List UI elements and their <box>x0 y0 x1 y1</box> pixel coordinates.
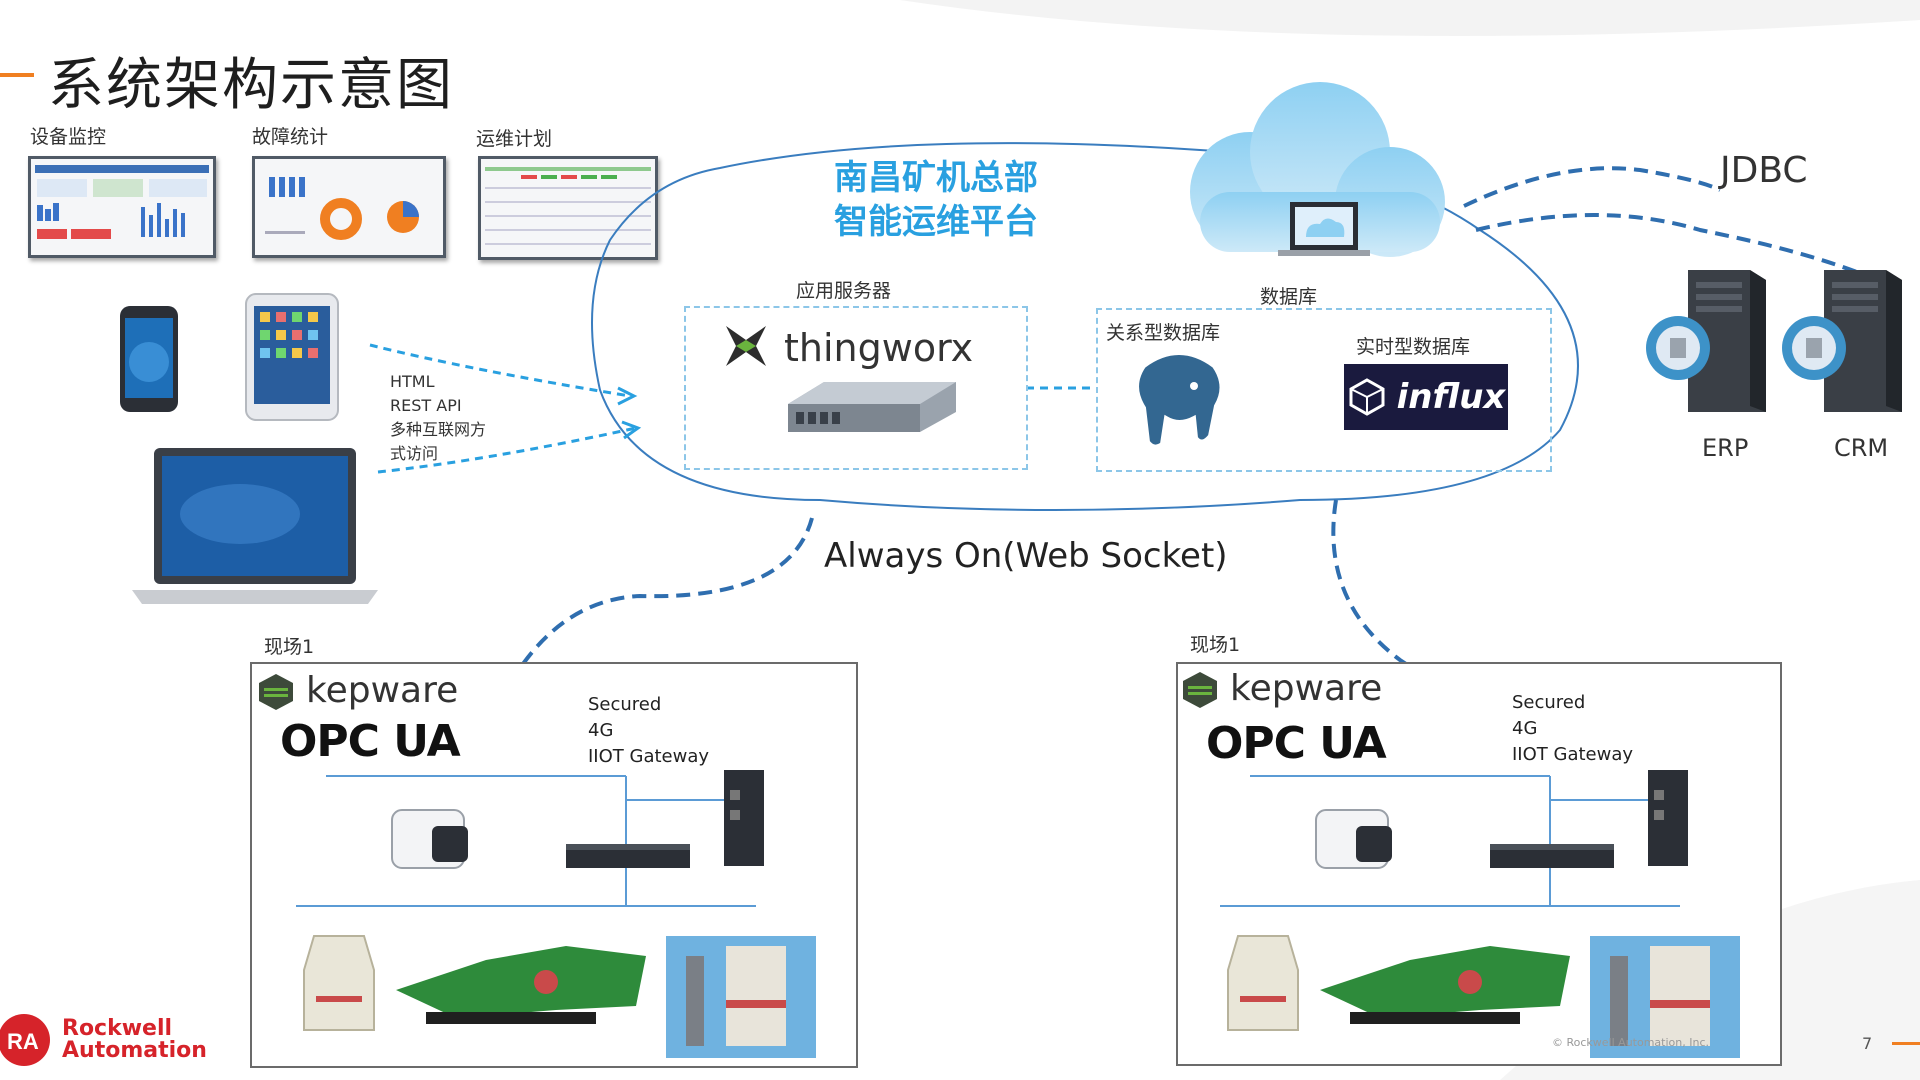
site1-gateway-line-secured: Secured <box>588 694 662 715</box>
site1-plant-icon <box>666 936 816 1058</box>
jdbc-link-crm <box>1475 213 1863 276</box>
dashboard-screen-monitor <box>28 156 216 258</box>
site1-crusher-icon <box>303 935 375 1031</box>
site1-label: 现场1 <box>264 636 315 658</box>
dashboard-screen-fault <box>252 156 446 258</box>
database-box <box>1096 308 1552 472</box>
thingworx-brand: thingworx <box>784 326 974 370</box>
site2-gateway-line-iiot: IIOT Gateway <box>1512 744 1634 765</box>
smartphone-icon <box>120 306 178 412</box>
dashboard-label-fault: 故障统计 <box>252 126 329 148</box>
server-rack-icon <box>788 382 956 432</box>
site2-crusher-icon <box>1227 935 1299 1031</box>
relational-db-label: 关系型数据库 <box>1106 322 1221 344</box>
thingworx-logo-icon <box>726 326 766 366</box>
tablet-icon <box>245 293 339 421</box>
monitor-dashboard-graphic <box>35 165 209 239</box>
site2-network-graphic <box>1220 770 1740 1058</box>
rockwell-line1: Rockwell <box>62 1016 173 1041</box>
site1-network-graphic <box>296 770 816 1058</box>
access-line-html: HTML <box>390 372 435 391</box>
svg-text:RA: RA <box>7 1029 39 1054</box>
access-methods: HTML REST API 多种互联网方 式访问 <box>390 370 486 466</box>
site2-camera-icon <box>1315 809 1392 869</box>
site1-camera-icon <box>391 809 468 869</box>
erp-server-icon <box>1646 270 1766 412</box>
jdbc-label: JDBC <box>1720 150 1808 191</box>
dashboard-label-monitor: 设备监控 <box>30 126 107 148</box>
site1-opc-brand: OPC UA <box>280 716 461 767</box>
crm-label: CRM <box>1834 434 1889 462</box>
site2-kepware-brand: kepware <box>1230 668 1383 709</box>
platform-title-line2: 智能运维平台 <box>834 202 1038 242</box>
access-line-rest: REST API <box>390 396 462 415</box>
influx-cube-icon <box>1349 378 1385 416</box>
site1-gateway-line-iiot: IIOT Gateway <box>588 746 710 767</box>
influxdb-logo: influx <box>1344 364 1508 430</box>
app-server-box <box>684 306 1028 470</box>
arrow-to-cloud-bottom <box>377 426 637 474</box>
arrow-to-cloud-top <box>369 343 631 398</box>
kepware-logo-icon <box>259 674 293 710</box>
site2-switch-icon <box>1490 844 1614 868</box>
database-label: 数据库 <box>1260 286 1318 308</box>
site2-mobile-crusher-icon <box>1320 946 1570 1024</box>
platform-title-line1: 南昌矿机总部 <box>834 158 1038 198</box>
jdbc-link-erp <box>1463 166 1721 208</box>
site1-mobile-crusher-icon <box>396 946 646 1024</box>
site2-gateway-icon <box>1648 770 1688 866</box>
site2-gateway-text: Secured 4G IIOT Gateway <box>1512 690 1633 768</box>
copyright-text: © Rockwell Automation, Inc. <box>1552 1036 1709 1049</box>
footer-accent-bar <box>1892 1042 1920 1045</box>
site2-opc-brand: OPC UA <box>1206 718 1387 769</box>
access-line-internet: 多种互联网方 <box>390 420 487 439</box>
site1-gateway-icon <box>724 770 764 866</box>
plan-dashboard-graphic <box>485 167 651 245</box>
cloud-icon <box>1190 82 1445 257</box>
websocket-label: Always On(Web Socket) <box>824 536 1228 576</box>
rockwell-wordmark: Rockwell Automation <box>62 1018 207 1062</box>
site1-gateway-line-4g: 4G <box>588 720 614 741</box>
ws-link-site1 <box>496 517 814 707</box>
laptop-icon <box>132 448 378 604</box>
crm-server-icon <box>1782 270 1902 412</box>
site1-switch-icon <box>566 844 690 868</box>
kepware-logo-icon <box>1183 672 1217 708</box>
site2-gateway-line-secured: Secured <box>1512 692 1586 713</box>
site2-gateway-line-4g: 4G <box>1512 718 1538 739</box>
page-title: 系统架构示意图 <box>48 53 454 118</box>
app-server-label: 应用服务器 <box>796 280 892 302</box>
dashboard-label-plan: 运维计划 <box>476 128 553 150</box>
access-line-mode: 式访问 <box>390 444 439 463</box>
site1-kepware-brand: kepware <box>306 670 459 711</box>
fault-dashboard-graphic <box>265 177 419 240</box>
influx-brand-text: influx <box>1396 377 1506 417</box>
site2-label: 现场1 <box>1190 634 1241 656</box>
site2-plant-icon <box>1590 936 1740 1058</box>
site1-gateway-text: Secured 4G IIOT Gateway <box>588 692 709 770</box>
title-accent-bar <box>0 73 34 77</box>
realtime-db-label: 实时型数据库 <box>1356 336 1471 358</box>
postgresql-elephant-icon <box>1135 351 1224 449</box>
erp-label: ERP <box>1702 434 1749 462</box>
rockwell-line2: Automation <box>62 1038 207 1063</box>
platform-title: 南昌矿机总部 智能运维平台 <box>834 156 1038 244</box>
dashboard-screen-plan <box>478 156 658 260</box>
ws-link-site2 <box>1331 499 1444 692</box>
rockwell-ra-logo-icon: RA <box>0 1014 50 1066</box>
page-number: 7 <box>1862 1034 1873 1053</box>
